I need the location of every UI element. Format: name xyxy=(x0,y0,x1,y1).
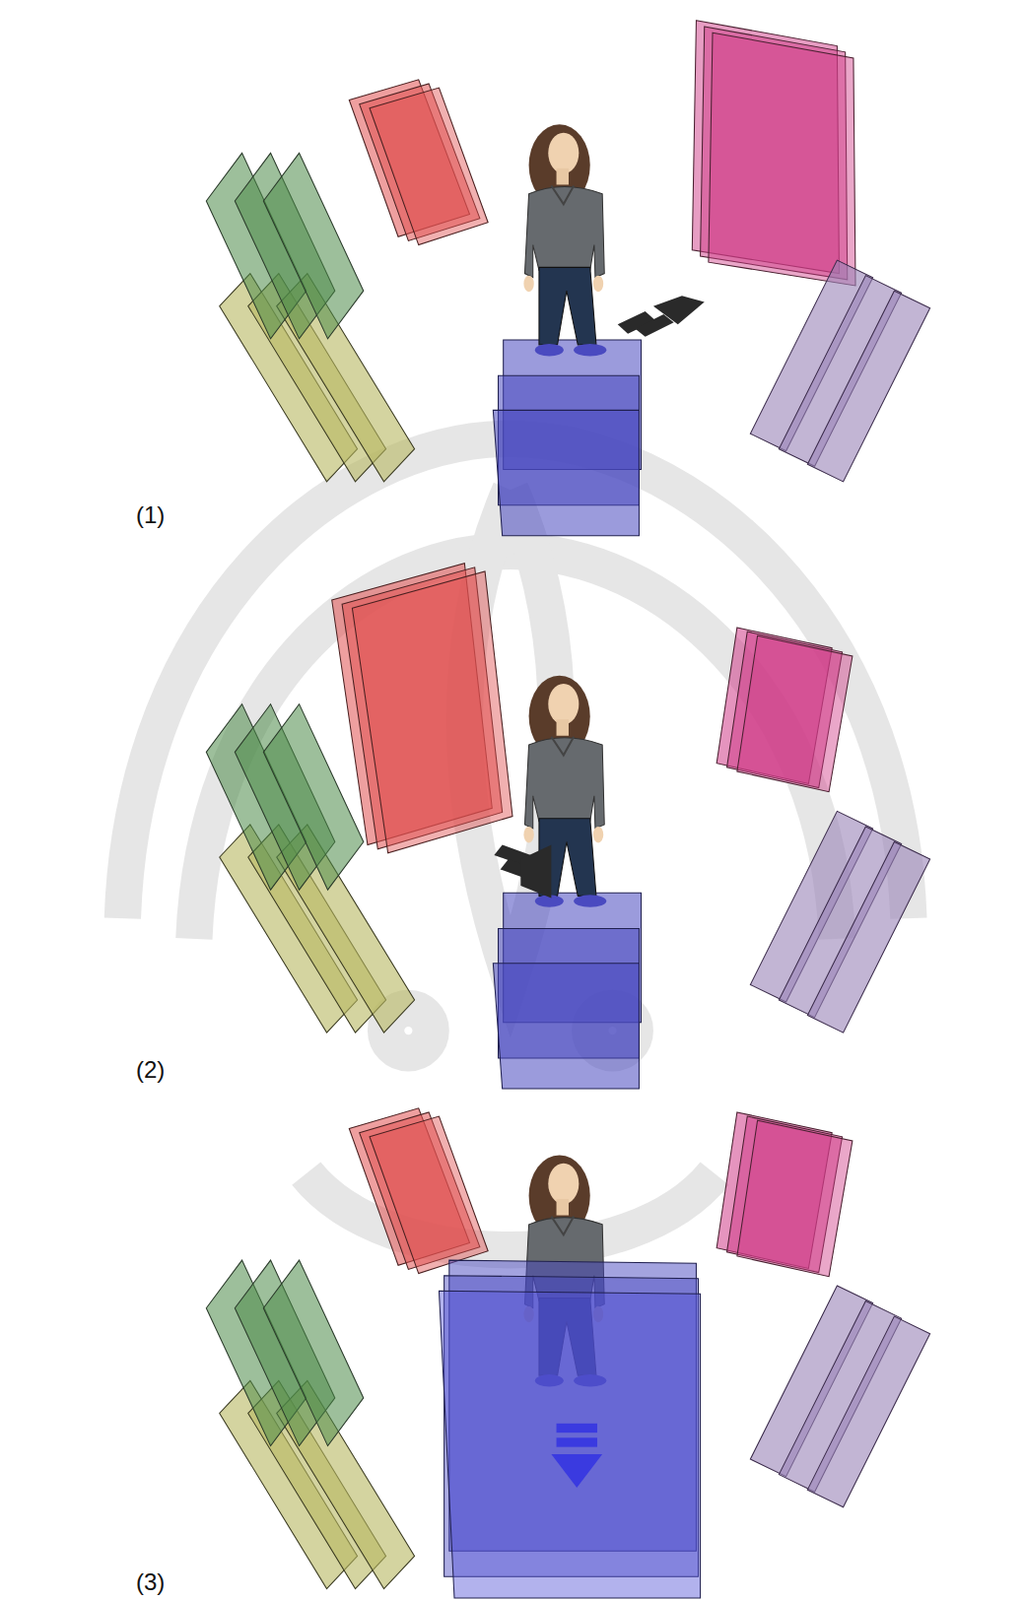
panel-number: (3) xyxy=(136,1570,165,1596)
panel-three xyxy=(205,1108,930,1599)
panel-number: (1) xyxy=(136,502,165,529)
panel-one xyxy=(205,20,930,537)
panel-two-planes xyxy=(332,563,931,1090)
panel-number: (2) xyxy=(136,1057,165,1084)
